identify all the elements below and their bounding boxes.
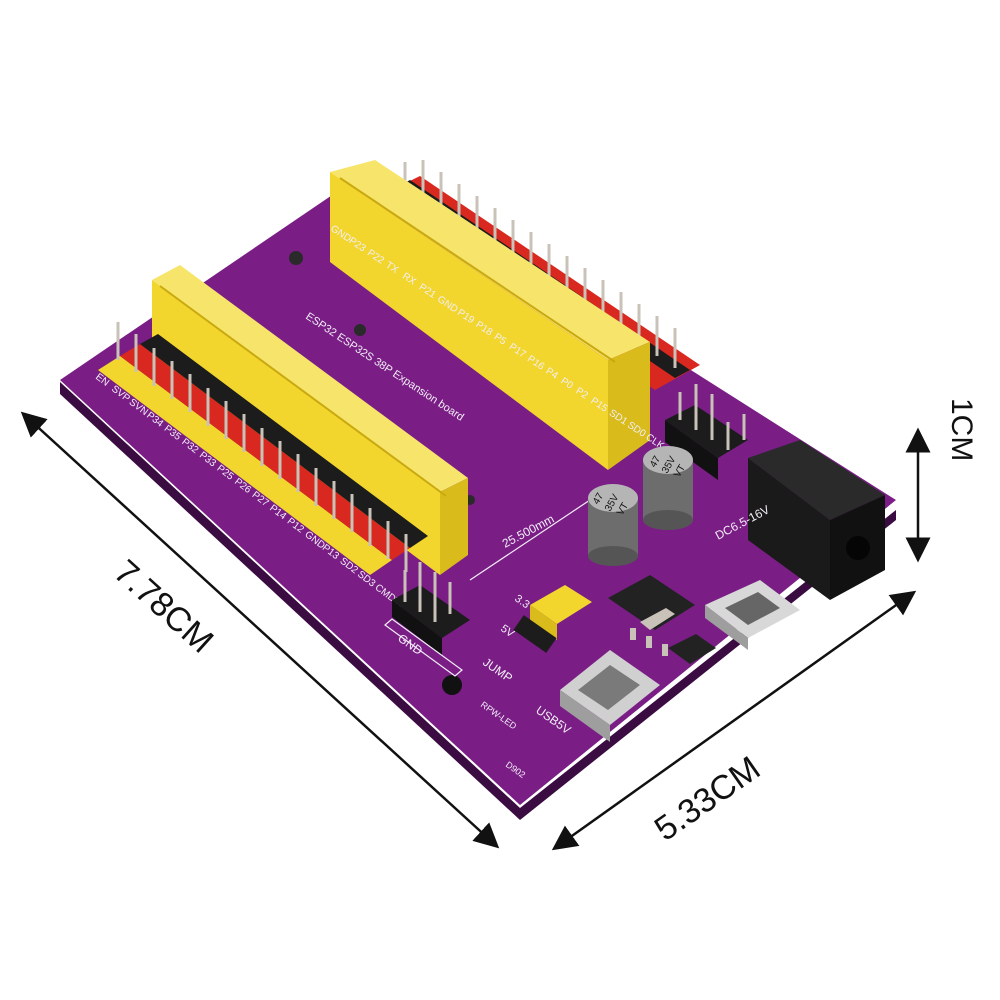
socket-front — [330, 172, 608, 470]
capacitor-1: 47 35V VT — [643, 446, 693, 530]
back-female-socket — [330, 160, 650, 470]
mounting-hole — [442, 675, 462, 695]
cap-text: 47 — [591, 491, 606, 507]
width-label: 5.33CM — [648, 749, 767, 848]
socket-side — [608, 342, 650, 470]
right-header-block — [665, 384, 748, 480]
dc-barrel-jack: DC6.5-16V — [713, 440, 885, 600]
socket-top — [330, 160, 650, 360]
capacitor-2: 47 35V VT — [588, 484, 638, 566]
length-label: 7.78CM — [107, 553, 221, 661]
mounting-hole — [354, 324, 366, 336]
mounting-hole — [289, 251, 303, 265]
dimension-height: 1CM — [905, 398, 978, 563]
height-label: 1CM — [945, 398, 978, 461]
cap-text: 47 — [648, 454, 663, 470]
